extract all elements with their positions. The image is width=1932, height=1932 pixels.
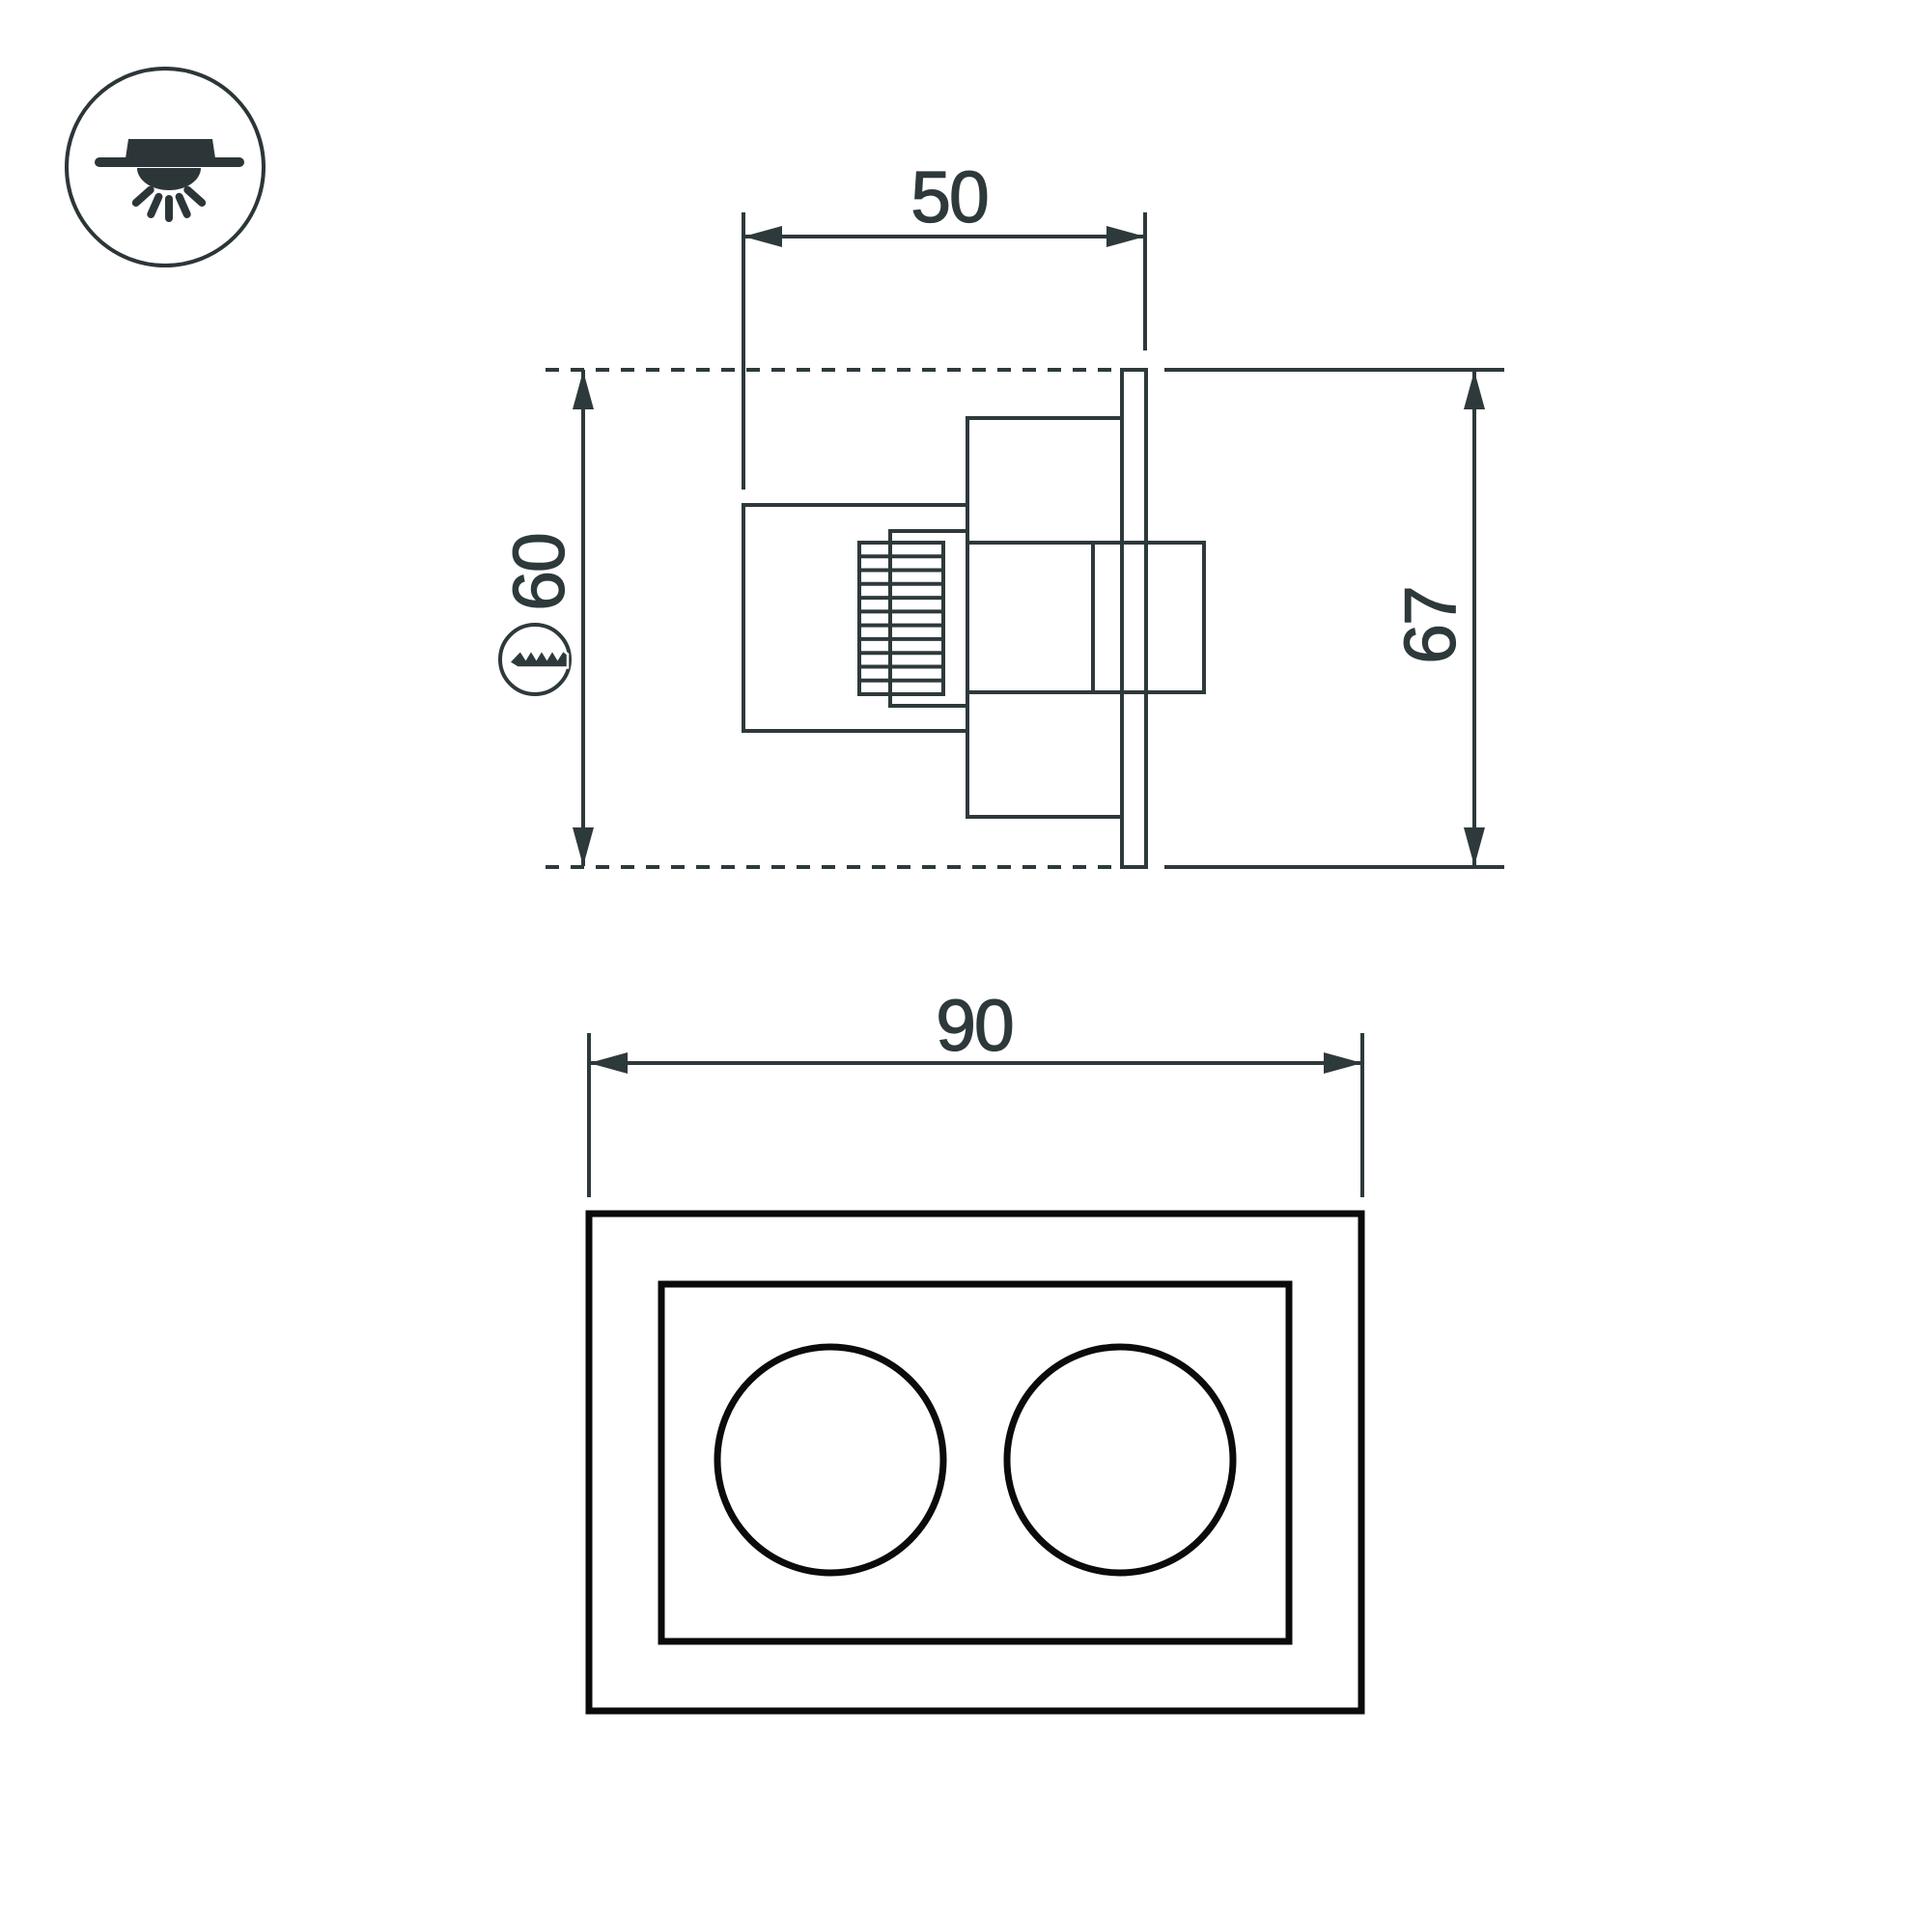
front-view xyxy=(585,1210,1365,1715)
dim-60-arrow-bottom xyxy=(573,827,594,866)
dim-90: 90 xyxy=(587,984,1364,1197)
heatsink-fins xyxy=(857,541,945,696)
heatsink-outline xyxy=(888,529,969,708)
front-inner-frame xyxy=(658,1280,1293,1645)
dim-60-arrow-top xyxy=(573,371,594,409)
dim-90-arrow-right xyxy=(1324,1052,1362,1074)
dim-60-label: 60 xyxy=(498,534,579,610)
dim-50: 50 xyxy=(742,155,1147,490)
recessed-luminaire-icon xyxy=(65,67,266,267)
front-lamp-left xyxy=(714,1343,947,1577)
flammable-surface-icon xyxy=(498,623,572,696)
dim-90-label: 90 xyxy=(936,985,1012,1066)
dim-67-arrow-bottom xyxy=(1464,827,1485,866)
dim-67: 67 xyxy=(1388,370,1485,866)
dim-50-arrow-left xyxy=(743,226,782,247)
body xyxy=(966,541,1206,694)
dim-67-arrow-top xyxy=(1464,371,1485,409)
side-view xyxy=(546,368,1504,869)
icon-lamp-dome xyxy=(137,168,201,190)
rear-housing xyxy=(966,416,1124,545)
dim-50-label: 50 xyxy=(910,156,987,238)
lower-housing xyxy=(966,690,1124,819)
icon-light-rays xyxy=(131,185,207,222)
icon-housing xyxy=(126,139,215,158)
icon-ceiling-bar xyxy=(95,157,244,167)
front-outer-frame xyxy=(585,1210,1365,1715)
dim-67-label: 67 xyxy=(1389,587,1470,663)
dim-50-arrow-right xyxy=(1106,226,1145,247)
icon-circle xyxy=(65,67,266,267)
driver-box xyxy=(742,503,969,733)
dim-90-arrow-left xyxy=(589,1052,628,1074)
dim-60: 60 xyxy=(497,370,594,866)
front-lamp-right xyxy=(1003,1343,1237,1577)
mounting-flange xyxy=(1120,368,1148,869)
